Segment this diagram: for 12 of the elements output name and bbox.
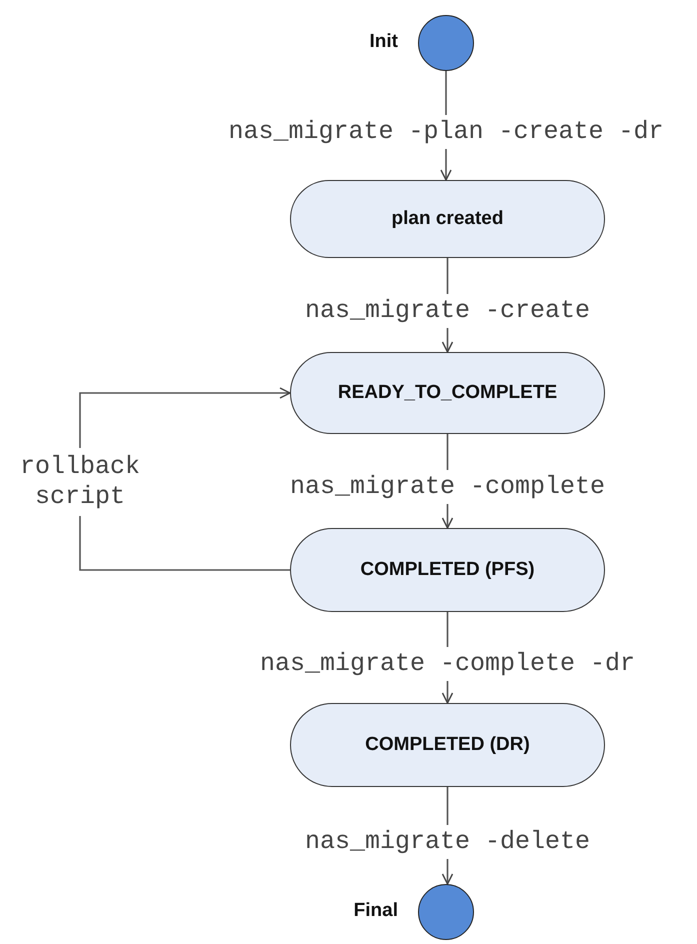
state-name: Init <box>370 31 398 53</box>
edge-label: nas_migrate -create <box>304 294 590 328</box>
edge-label: nas_migrate -plan -create -dr <box>228 114 664 148</box>
state-name: plan created <box>392 208 504 230</box>
state-name: COMPLETED (DR) <box>365 734 530 756</box>
edge-label: nas_migrate -complete -dr <box>260 646 636 680</box>
state-name: READY_TO_COMPLETE <box>338 382 558 404</box>
state-name: Final <box>354 900 398 922</box>
arrow <box>79 387 291 571</box>
state-name: COMPLETED (PFS) <box>360 559 535 581</box>
edge-label: nas_migrate -delete <box>304 824 590 858</box>
edge-label: nas_migrate -complete <box>290 470 606 504</box>
